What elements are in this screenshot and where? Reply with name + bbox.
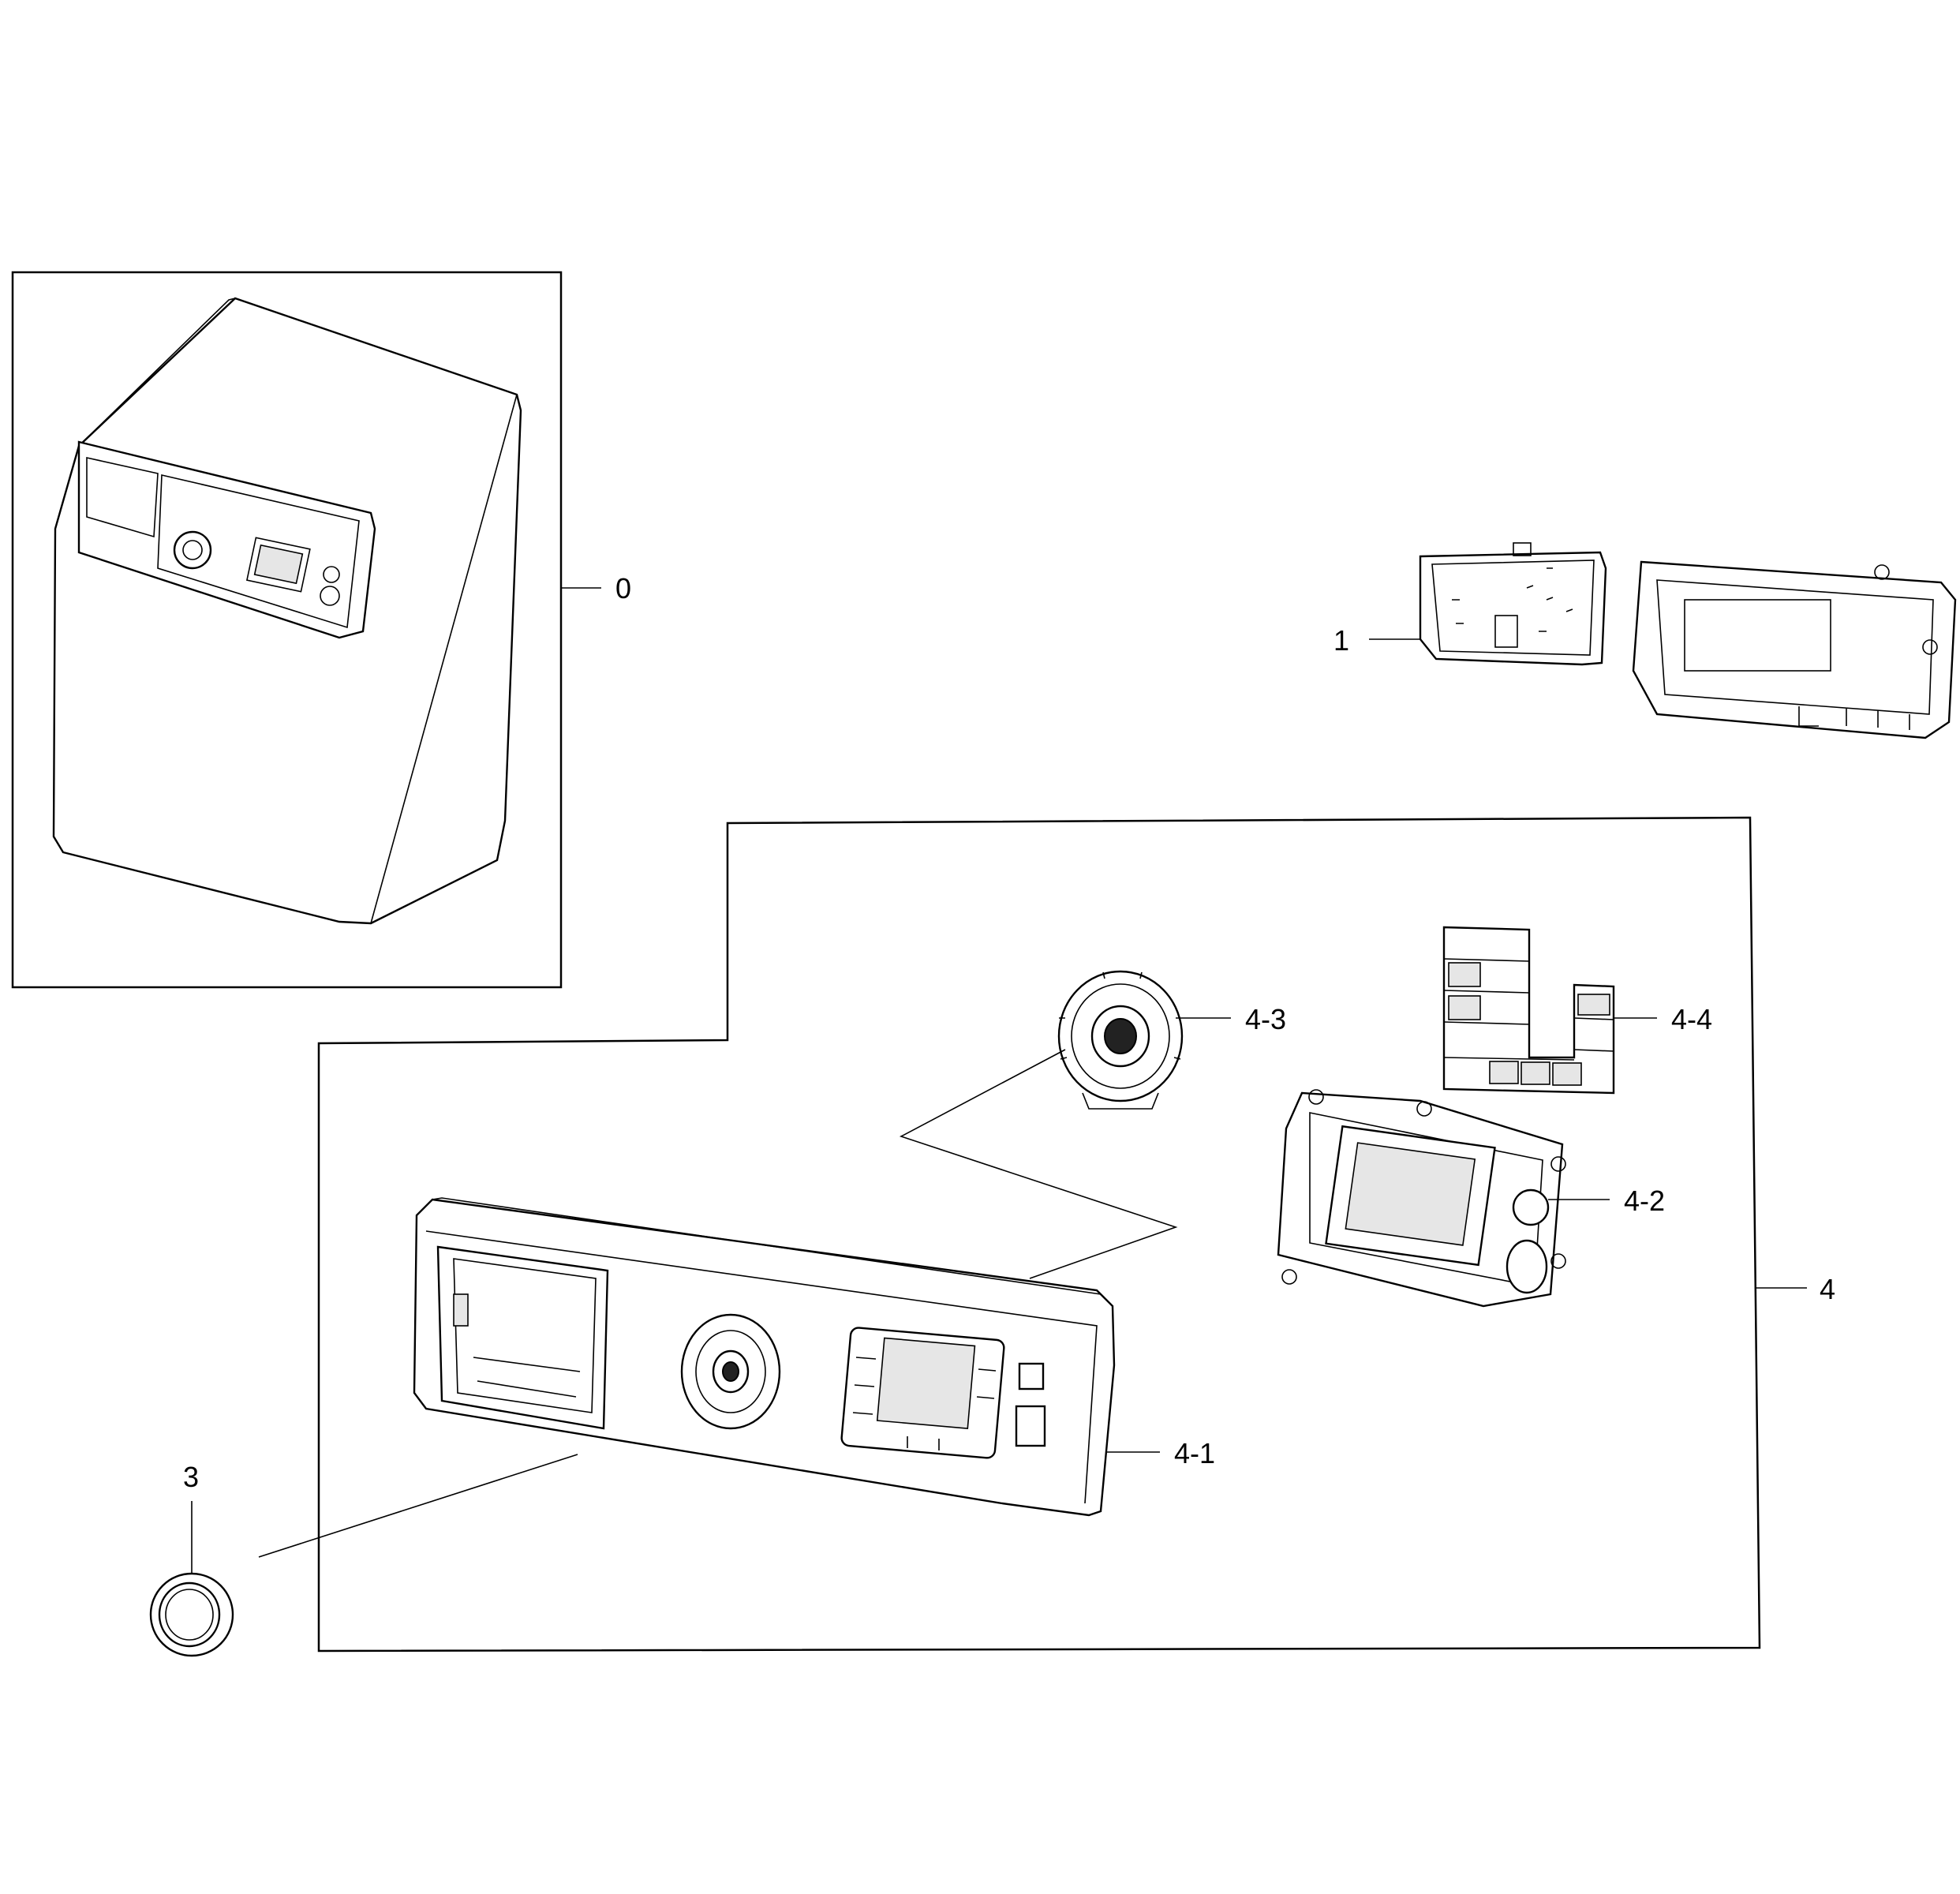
part-4-1-label: 4-1 — [1174, 1437, 1215, 1469]
membrane-sheet-illustration[interactable] — [1442, 926, 1615, 1095]
knob-encoder-illustration[interactable] — [1057, 970, 1184, 1110]
part-4-label: 4 — [1820, 1273, 1835, 1305]
control-panel-illustration[interactable] — [413, 1197, 1116, 1517]
part-4-3-label: 4-3 — [1245, 1003, 1286, 1035]
part-4-4-label: 4-4 — [1671, 1003, 1712, 1035]
explosion-line-knob — [899, 1049, 1178, 1279]
main-pcb-left[interactable] — [1419, 542, 1607, 666]
washer-cabinet-illustration[interactable] — [52, 297, 522, 925]
knob-cap-illustration[interactable] — [149, 1572, 234, 1657]
part-4-2-group: 4-2 — [1277, 1089, 1665, 1308]
part-4-group: 4 — [317, 816, 1835, 1653]
part-0-frame — [11, 271, 563, 989]
part-3-label: 3 — [183, 1461, 199, 1493]
display-pcb-illustration[interactable] — [1277, 1089, 1566, 1308]
part-4-frame — [317, 816, 1761, 1653]
part-4-1-group: 4-1 — [413, 1197, 1215, 1517]
part-4-2-label: 4-2 — [1624, 1185, 1665, 1217]
part-1-group: 1 — [1333, 542, 1957, 739]
main-pcb-right[interactable] — [1632, 560, 1957, 739]
part-4-3-group: 4-3 — [1057, 970, 1286, 1110]
part-4-4-group: 4-4 — [1442, 926, 1712, 1095]
part-1-label: 1 — [1333, 624, 1349, 657]
part-0-label: 0 — [615, 572, 631, 605]
part-0-group: 0 — [11, 271, 631, 989]
part-3-group: 3 — [149, 1454, 578, 1657]
explosion-line-knob-cap — [258, 1454, 578, 1558]
